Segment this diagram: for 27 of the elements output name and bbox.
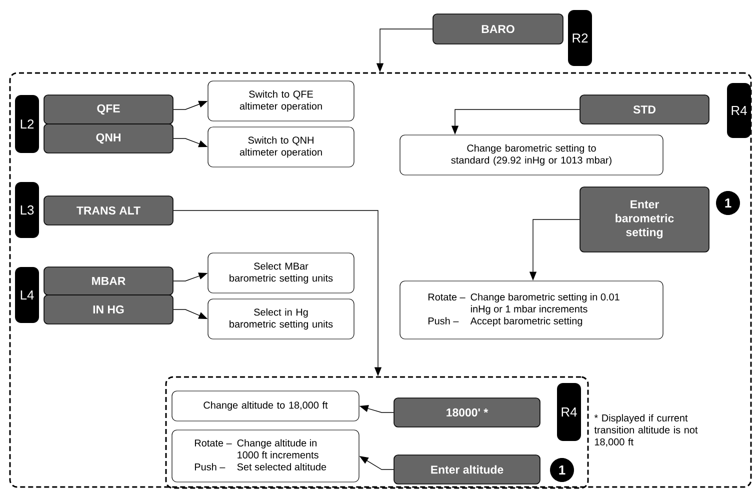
softkey-box: QNH (44, 124, 174, 154)
softkey-box: BARO (432, 14, 564, 44)
key-tab: L2 (15, 95, 39, 153)
group-frame (9, 72, 752, 488)
softkey-box: QFE (44, 94, 174, 124)
softkey-box: MBAR (44, 266, 174, 296)
key-tab: L4 (15, 267, 39, 323)
group-frame (165, 376, 589, 489)
footnote: * Displayed if current transition altitude is not 18,000 ft (594, 414, 698, 447)
softkey-box: Enter barometric setting (580, 186, 710, 252)
description-box: Select MBar barometric setting units (208, 252, 354, 294)
description-box: Change altitude to 18,000 ft (172, 390, 360, 422)
description-box: Rotate – Change barometric setting in 0.01 inHg or 1 mbar increments Push – Accept barometric setting (400, 280, 664, 340)
description-box: Select in Hg barometric setting units (208, 298, 354, 340)
description-box: Rotate – Change altitude in 1000 ft increments Push – Set selected altitude (172, 430, 360, 482)
softkey-box: 18000' * (394, 398, 540, 428)
key-tab: R4 (727, 83, 751, 138)
softkey-box: Enter altitude (394, 454, 540, 484)
description-box: Switch to QFE altimeter operation (208, 80, 354, 122)
softkey-box: TRANS ALT (44, 196, 174, 226)
description-box: Change barometric setting to standard (29.92 inHg or 1013 mbar) (400, 134, 664, 176)
softkey-box: STD (580, 94, 710, 124)
softkey-box: IN HG (44, 294, 174, 324)
key-tab: R2 (568, 10, 592, 66)
description-box: Switch to QNH altimeter operation (208, 126, 354, 168)
key-tab: L3 (15, 182, 39, 238)
key-tab: R4 (557, 383, 581, 441)
